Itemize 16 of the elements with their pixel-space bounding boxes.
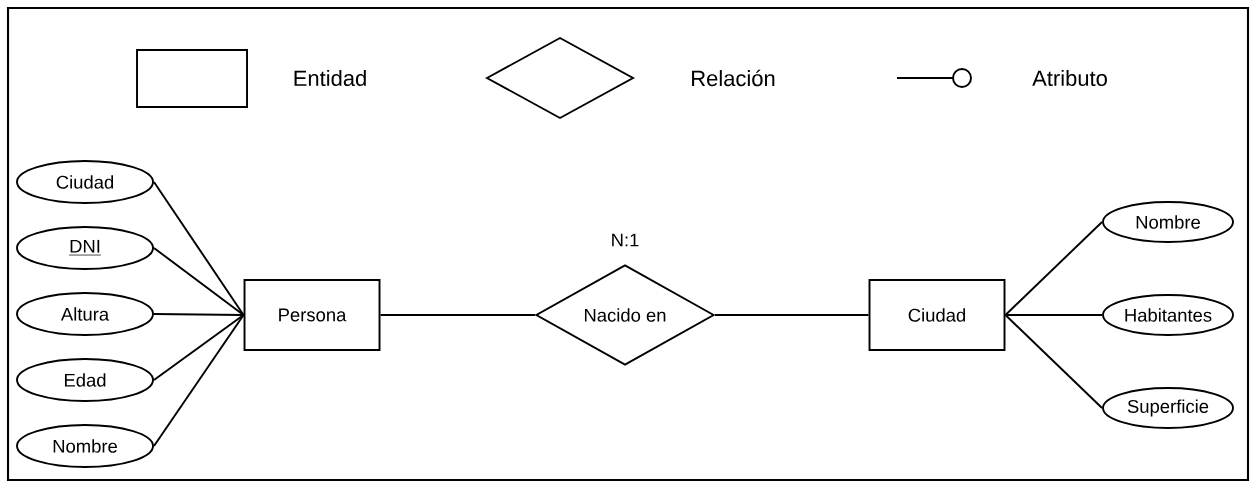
entity-box: Ciudad: [868, 279, 1006, 351]
connector-line: [714, 314, 870, 316]
entity-box: Persona: [243, 279, 381, 351]
connector-line: [153, 314, 245, 381]
legend-text: Entidad: [294, 69, 366, 87]
legend-text: Relación: [692, 69, 775, 87]
connector-line: [153, 247, 245, 316]
connector-line: [1004, 314, 1103, 409]
connector-line: [1004, 221, 1103, 316]
connector-line: [153, 313, 245, 316]
connector-line: [1004, 314, 1103, 316]
connector-line: [153, 314, 245, 447]
cardinality-label: N:1: [612, 233, 639, 247]
legend-text: Atributo: [1032, 69, 1107, 87]
connector-line: [379, 314, 536, 316]
connector-line: [153, 181, 245, 316]
